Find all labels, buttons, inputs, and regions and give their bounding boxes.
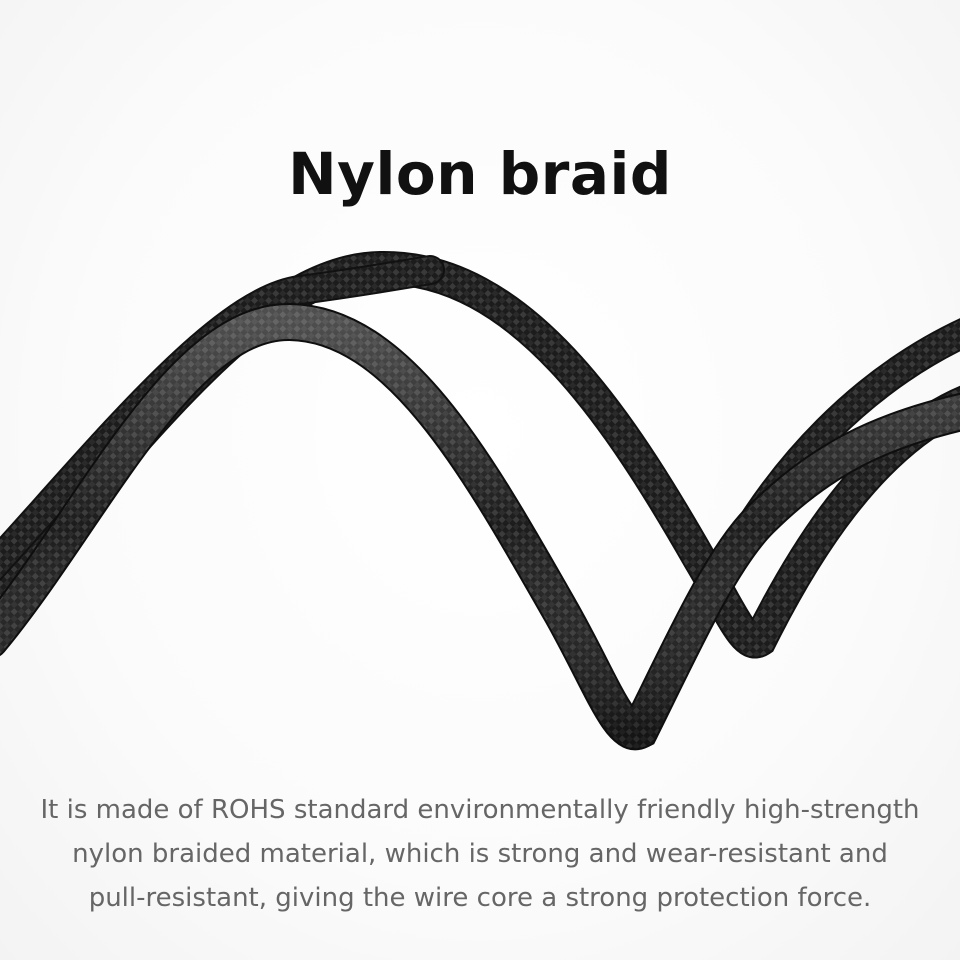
description-line-3: pull-resistant, giving the wire core a s… <box>88 883 872 913</box>
description-line-2: nylon braided material, which is strong … <box>72 839 888 869</box>
cable-strand-front <box>0 302 960 750</box>
feature-description: It is made of ROHS standard environmenta… <box>20 788 940 920</box>
description-line-1: It is made of ROHS standard environmenta… <box>40 795 920 825</box>
cable-strand-upper <box>0 255 960 582</box>
page-title: Nylon braid <box>288 140 672 208</box>
